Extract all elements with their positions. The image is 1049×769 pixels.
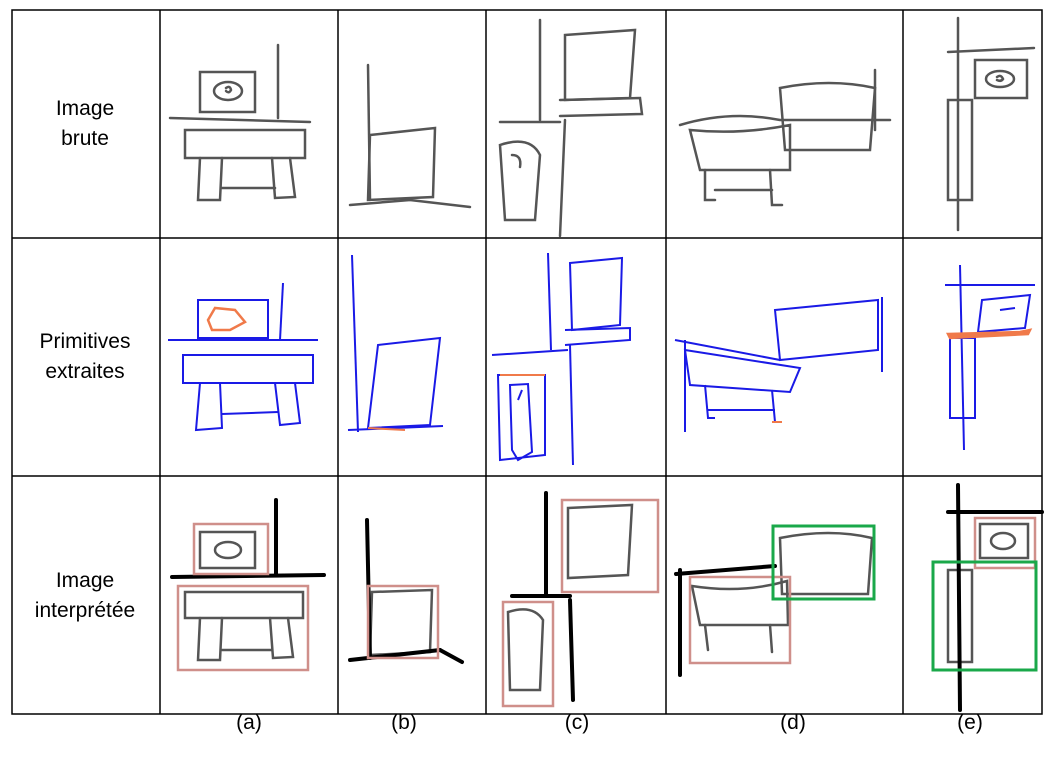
raw-sketch-d [680,70,890,205]
primitives-a [168,283,318,430]
primitives-b [348,255,443,432]
interpreted-d [676,526,874,675]
raw-sketch-e [948,18,1034,230]
raw-sketch-c [500,20,642,236]
primitives-d [675,297,882,432]
column-label-b: (b) [391,711,417,735]
primitives-c [492,253,630,465]
interpreted-a [172,500,324,670]
column-label-d: (d) [780,711,806,735]
raw-sketch-b [350,65,470,207]
raw-sketch-a [170,45,310,200]
column-label-e: (e) [957,711,983,735]
column-label-a: (a) [236,711,262,735]
interpreted-c [503,493,658,706]
interpreted-b [350,520,462,662]
primitives-e [945,265,1035,450]
column-label-c: (c) [565,711,590,735]
row-label-interpreted-image: Image interprétée [12,566,158,626]
row-label-extracted-primitives: Primitives extraites [12,327,158,387]
interpreted-e [933,485,1042,710]
row-label-raw-image: Image brute [12,94,158,154]
